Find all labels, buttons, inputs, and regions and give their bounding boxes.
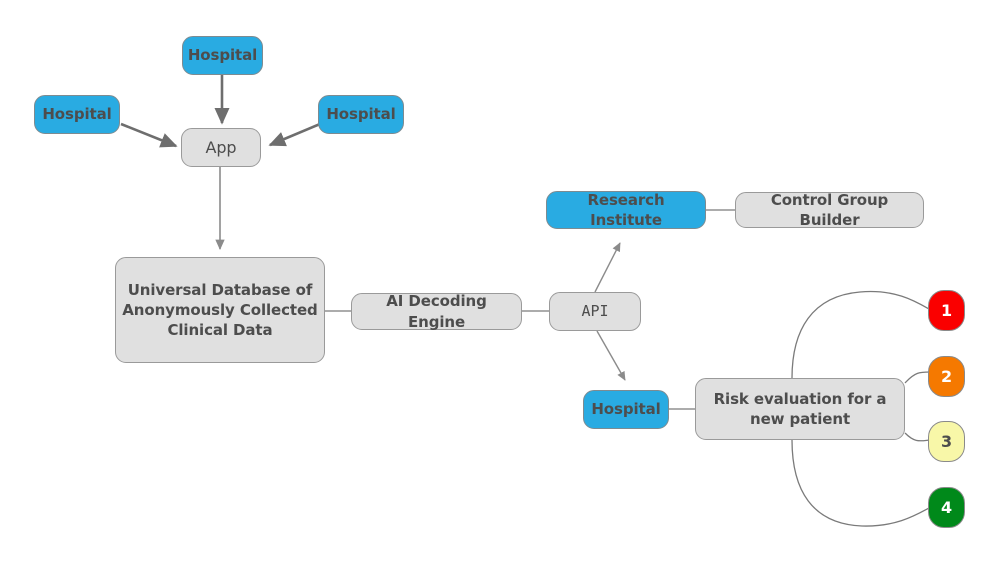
- node-hospital-left[interactable]: Hospital: [34, 95, 120, 134]
- node-risk-evaluation[interactable]: Risk evaluation for a new patient: [695, 378, 905, 440]
- edge-hospital-right-to-app: [268, 122, 321, 147]
- node-label: 1: [940, 300, 953, 320]
- node-control-group-builder[interactable]: Control Group Builder: [735, 190, 924, 229]
- node-label: 2: [940, 366, 953, 386]
- node-risk-level-4[interactable]: 4: [928, 487, 965, 528]
- node-label: Hospital: [591, 400, 661, 419]
- edge-api-to-research: [594, 242, 621, 293]
- node-app[interactable]: App: [181, 128, 261, 167]
- node-universal-database[interactable]: Universal Database of Anonymously Collec…: [115, 257, 325, 363]
- node-hospital-api[interactable]: Hospital: [583, 390, 669, 429]
- node-research-institute[interactable]: Research Institute: [546, 191, 706, 229]
- node-ai-decoding-engine[interactable]: AI Decoding Engine: [351, 292, 522, 331]
- node-label: App: [205, 137, 237, 157]
- node-label: Hospital: [326, 105, 396, 124]
- node-api[interactable]: API: [549, 292, 641, 331]
- node-label: Hospital: [187, 46, 258, 65]
- node-hospital-top[interactable]: Hospital: [182, 36, 263, 75]
- edge-risk-to-3: [904, 432, 931, 442]
- node-label: AI Decoding Engine: [386, 292, 487, 331]
- edge-risk-to-1: [791, 290, 930, 379]
- node-label: Risk evaluation for a new patient: [713, 389, 887, 428]
- node-label: 3: [940, 431, 953, 451]
- node-label: API: [581, 302, 609, 321]
- edge-risk-to-2: [904, 371, 931, 384]
- node-risk-level-3[interactable]: 3: [928, 421, 965, 462]
- node-risk-level-1[interactable]: 1: [928, 290, 965, 331]
- node-risk-level-2[interactable]: 2: [928, 356, 965, 397]
- node-label: Universal Database of Anonymously Collec…: [122, 280, 318, 340]
- node-label: Control Group Builder: [770, 190, 889, 229]
- node-label: Hospital: [42, 105, 112, 124]
- edge-risk-to-4: [791, 439, 930, 527]
- node-hospital-right[interactable]: Hospital: [318, 95, 404, 134]
- edge-hospital-left-to-app: [120, 122, 178, 148]
- node-label: 4: [940, 497, 953, 517]
- edge-api-to-hospital: [596, 330, 626, 381]
- node-label: Research Institute: [587, 190, 665, 229]
